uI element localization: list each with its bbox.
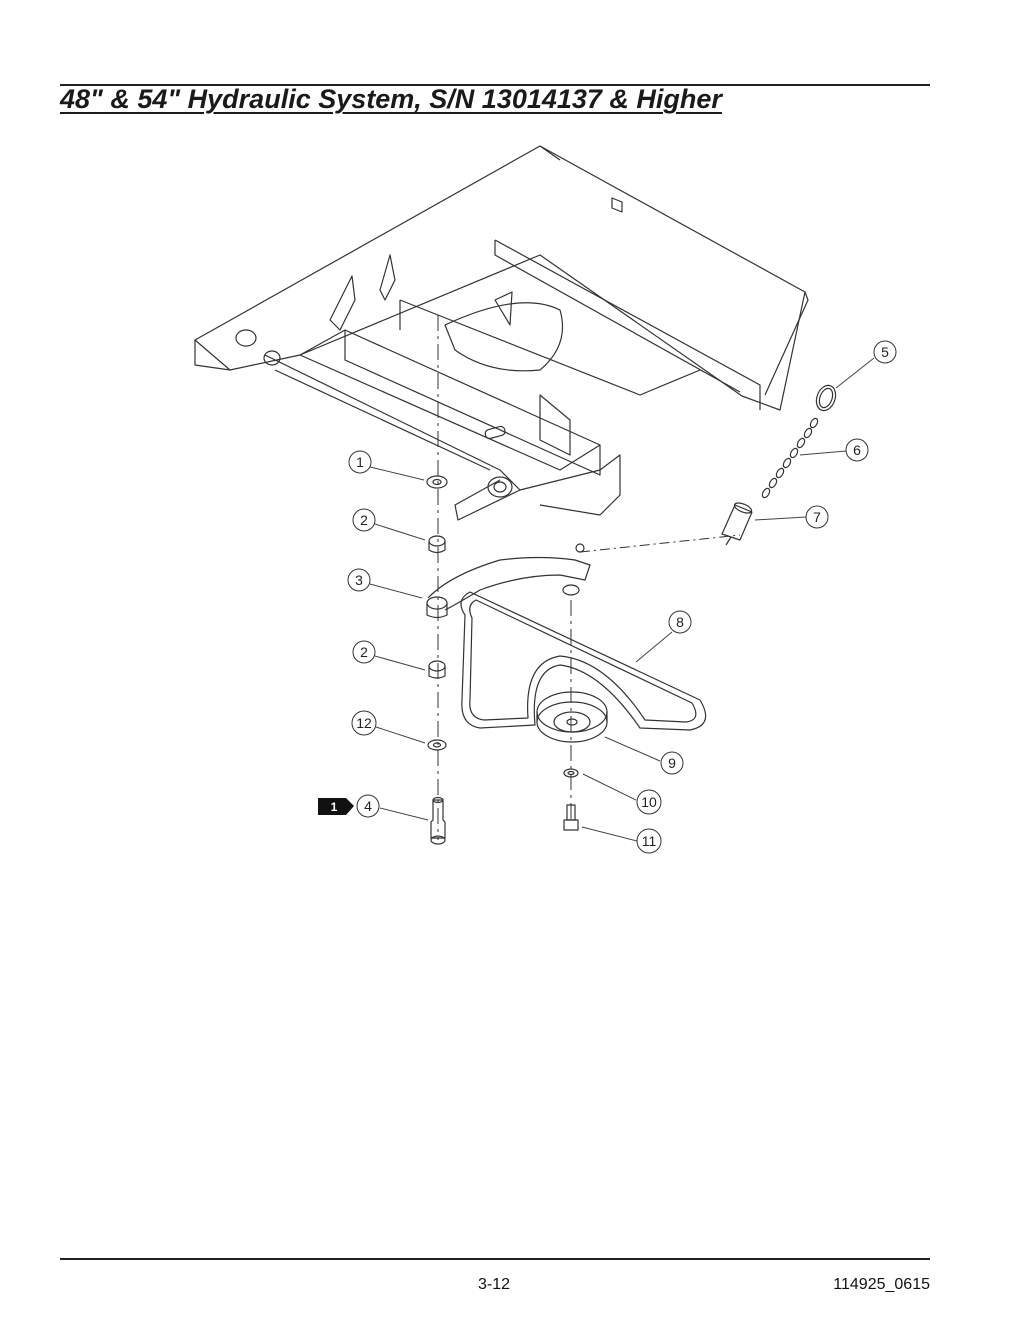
part-chain-6 (761, 417, 819, 499)
document-number: 114925_0615 (833, 1276, 930, 1293)
callouts: 1 2 3 2 12 4 5 6 (347, 340, 897, 854)
part-washer-12 (427, 739, 447, 751)
center-line-spring (579, 534, 741, 553)
part-washer-1 (426, 475, 448, 489)
bottom-rule (60, 1258, 930, 1260)
svg-text:1: 1 (356, 454, 364, 470)
callout-2a: 2 (352, 508, 376, 532)
leader-lines (369, 357, 875, 842)
deck-frame (194, 145, 809, 521)
note-badge: 1 (318, 798, 354, 815)
note-badge-tag (318, 798, 354, 815)
svg-text:4: 4 (364, 798, 372, 814)
svg-text:9: 9 (668, 755, 676, 771)
svg-text:6: 6 (853, 442, 861, 458)
callout-2b: 2 (352, 640, 376, 664)
svg-text:7: 7 (813, 509, 821, 525)
callout-12: 12 (351, 710, 377, 736)
svg-text:11: 11 (642, 833, 657, 849)
callout-6: 6 (845, 438, 869, 462)
svg-text:5: 5 (881, 344, 889, 360)
callout-11: 11 (636, 828, 662, 854)
svg-text:1: 1 (331, 800, 338, 814)
svg-text:10: 10 (641, 794, 657, 810)
svg-text:8: 8 (676, 614, 684, 630)
callout-9: 9 (660, 751, 684, 775)
part-spring-7 (721, 502, 753, 546)
callout-8: 8 (668, 610, 692, 634)
part-bolt-11 (563, 804, 579, 831)
part-bushing-2b (428, 660, 446, 679)
callout-7: 7 (805, 505, 829, 529)
svg-text:3: 3 (355, 572, 363, 588)
callout-4: 4 (356, 794, 380, 818)
part-bolt-4 (430, 796, 446, 845)
part-idler-arm-3 (426, 543, 591, 619)
svg-text:2: 2 (360, 512, 368, 528)
callout-10: 10 (636, 789, 662, 815)
page-number: 3-12 (478, 1276, 511, 1293)
svg-text:2: 2 (360, 644, 368, 660)
part-ring-5 (815, 384, 837, 412)
callout-5: 5 (873, 340, 897, 364)
callout-3: 3 (347, 568, 371, 592)
top-rule (60, 84, 930, 86)
part-washer-10 (563, 768, 579, 778)
part-pulley-9 (536, 691, 608, 743)
page-title: 48" & 54" Hydraulic System, S/N 13014137… (60, 84, 722, 114)
callout-1: 1 (348, 450, 372, 474)
svg-text:12: 12 (356, 715, 372, 731)
part-bushing-2a (428, 535, 446, 554)
part-belt-8 (460, 591, 707, 731)
